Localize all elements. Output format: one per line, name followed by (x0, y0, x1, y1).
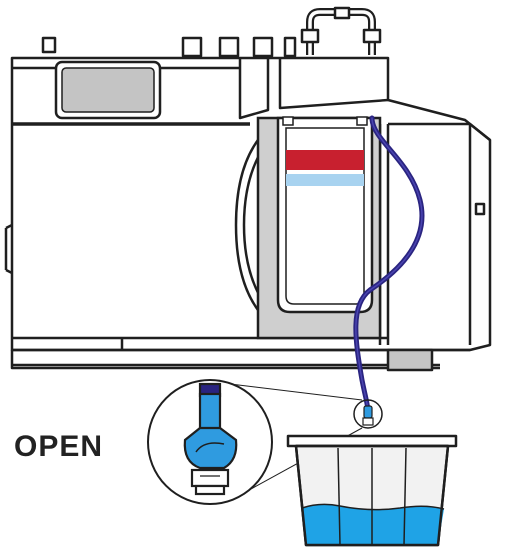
bucket-water (302, 504, 444, 545)
drain-valve-icon (183, 382, 238, 496)
bucket-icon (286, 434, 458, 547)
display-glass (61, 67, 155, 113)
fitting-2 (218, 36, 240, 58)
fitting-small-left (41, 36, 57, 54)
fitting-1 (181, 36, 203, 58)
magnifier-callout-icon (147, 379, 273, 505)
valve-callout-source (353, 399, 383, 429)
bucket-rim (286, 434, 458, 448)
pipe-nut-right (362, 28, 382, 44)
cold-indicator-band (286, 174, 364, 186)
tank (276, 116, 374, 314)
fitting-3 (252, 36, 274, 58)
pipe-nut-left (300, 28, 320, 44)
hot-indicator-band (286, 150, 364, 170)
pipe-joint (333, 6, 351, 20)
foot (386, 348, 434, 372)
fitting-4 (283, 36, 297, 58)
open-label: OPEN (14, 430, 104, 463)
